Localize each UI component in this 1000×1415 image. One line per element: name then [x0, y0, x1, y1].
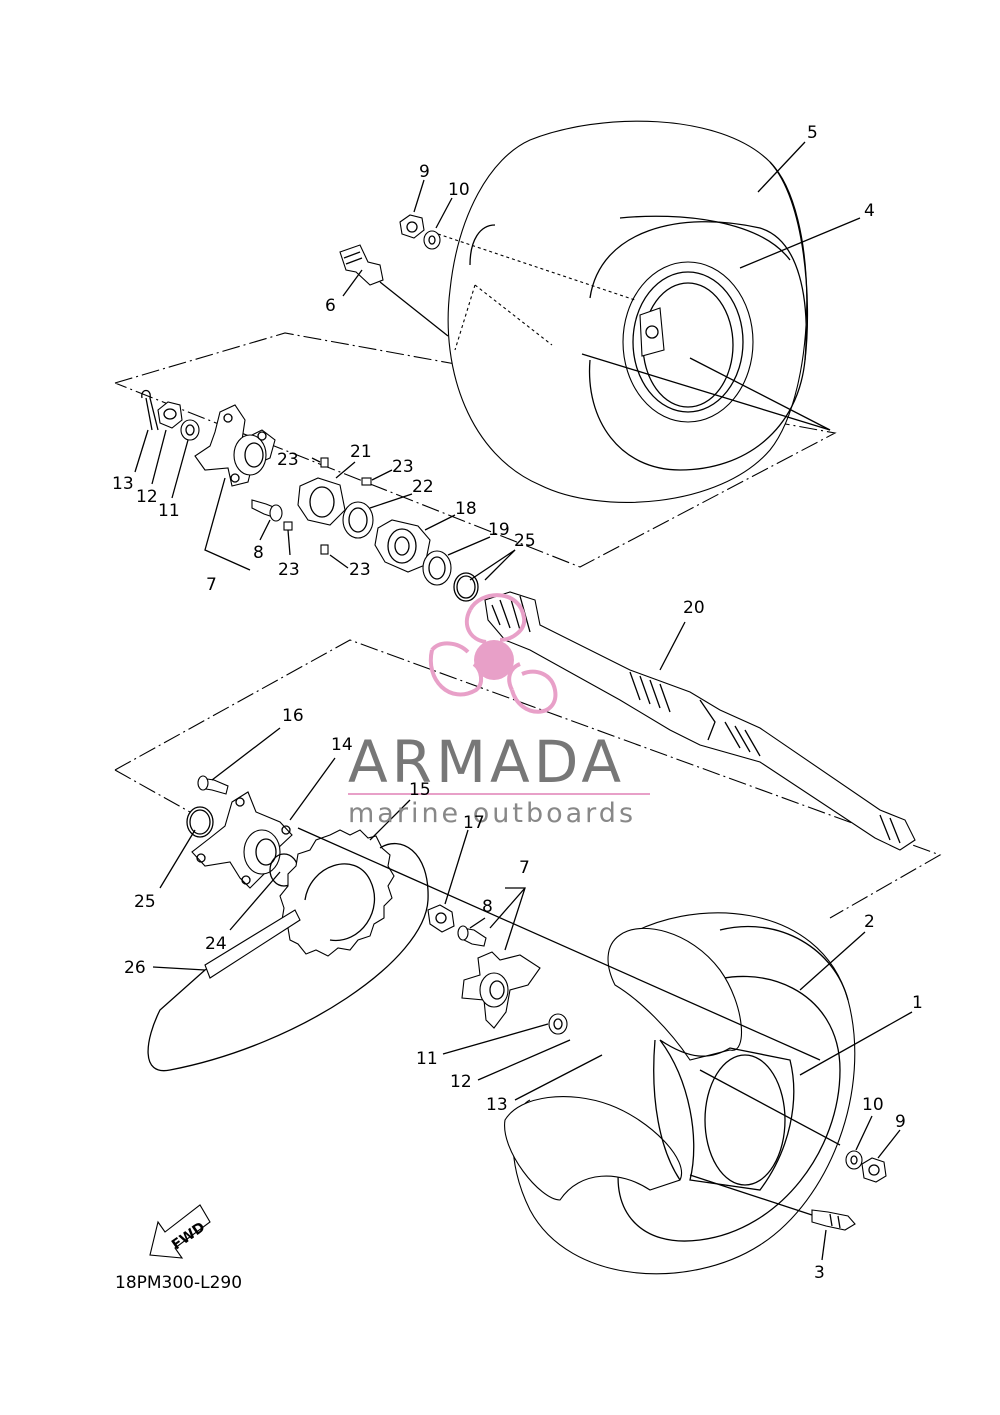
- callout-9-lower: 9: [895, 1112, 906, 1132]
- oil-seal-19: [422, 550, 452, 586]
- upper-hub-stud: [251, 499, 283, 522]
- callout-23-b: 23: [392, 457, 414, 477]
- upper-valve-stem: [339, 244, 449, 337]
- upper-washer: [423, 230, 441, 250]
- bearing-housing-18: [374, 519, 431, 573]
- o-ring-lower: [186, 806, 214, 838]
- callout-12-upper: 12: [136, 487, 158, 507]
- washer-upper: [180, 419, 200, 441]
- lower-washer: [845, 1150, 863, 1170]
- callout-23-d: 23: [349, 560, 371, 580]
- lower-wheel-nut: [861, 1157, 887, 1183]
- callout-16: 16: [282, 706, 304, 726]
- callout-9-upper: 9: [419, 162, 430, 182]
- callout-8-lower: 8: [482, 897, 493, 917]
- callout-2: 2: [864, 912, 875, 932]
- armada-logo-icon: [428, 593, 558, 714]
- callout-12-lower: 12: [450, 1072, 472, 1092]
- upper-wheel-nut: [399, 214, 425, 239]
- lower-rim: [504, 927, 795, 1201]
- lower-valve-stem: [811, 1209, 856, 1231]
- callout-5: 5: [807, 123, 818, 143]
- watermark-subtitle: marine outboards: [348, 798, 636, 829]
- callout-6: 6: [325, 296, 336, 316]
- lower-bolt-16: [197, 775, 229, 795]
- callout-8-upper: 8: [253, 543, 264, 563]
- watermark-title: ARMADA: [348, 728, 625, 796]
- callout-3: 3: [814, 1263, 825, 1283]
- callout-25-upper: 25: [514, 531, 536, 551]
- upper-assembly-frame: [114, 332, 837, 568]
- lower-tire: [512, 912, 856, 1275]
- callout-13-upper: 13: [112, 474, 134, 494]
- callout-10-lower: 10: [862, 1095, 884, 1115]
- cotter-pin-upper: [141, 389, 159, 431]
- lower-nut-17: [427, 904, 455, 933]
- upper-hub: [194, 404, 276, 487]
- bearing-holder-21: [297, 477, 346, 526]
- callout-23-a: 23: [277, 450, 299, 470]
- callout-21: 21: [350, 442, 372, 462]
- diagram-code: 18PM300-L290: [115, 1273, 242, 1293]
- callout-22: 22: [412, 477, 434, 497]
- sprocket-15: [279, 829, 395, 957]
- callout-11-upper: 11: [158, 501, 180, 521]
- callout-23-c: 23: [278, 560, 300, 580]
- oil-seal-22: [342, 501, 374, 539]
- callout-labels: 5 4 9 10 6 13 12 11 23 21 23 22 18 19 25…: [112, 123, 923, 1283]
- callout-14: 14: [331, 735, 353, 755]
- callout-15: 15: [409, 780, 431, 800]
- callout-24: 24: [205, 934, 227, 954]
- callout-7-lower: 7: [519, 858, 530, 878]
- callout-17: 17: [463, 813, 485, 833]
- o-ring-upper: [453, 572, 479, 602]
- callout-20: 20: [683, 598, 705, 618]
- leader-lines: [134, 141, 913, 1261]
- callout-19: 19: [488, 520, 510, 540]
- sprocket-hub-14: [191, 791, 293, 889]
- upper-rim: [622, 261, 754, 423]
- callout-1: 1: [912, 993, 923, 1013]
- upper-valve-dotted-path: [437, 233, 636, 351]
- callout-13-lower: 13: [486, 1095, 508, 1115]
- callout-7-upper: 7: [206, 575, 217, 595]
- washer-lower: [548, 1013, 568, 1035]
- fwd-arrow-icon: FWD: [149, 1204, 211, 1259]
- callout-10-upper: 10: [448, 180, 470, 200]
- callout-26: 26: [124, 958, 146, 978]
- callout-25-lower: 25: [134, 892, 156, 912]
- rear-axle: [484, 591, 916, 851]
- lower-assembly-frame: [114, 639, 942, 919]
- drive-chain-26: [147, 843, 429, 1072]
- callout-11-lower: 11: [416, 1049, 438, 1069]
- lower-hub: [461, 951, 541, 1029]
- lower-hub-stud: [457, 925, 487, 947]
- callout-18: 18: [455, 499, 477, 519]
- castle-nut-upper: [157, 401, 183, 429]
- callout-4: 4: [864, 201, 875, 221]
